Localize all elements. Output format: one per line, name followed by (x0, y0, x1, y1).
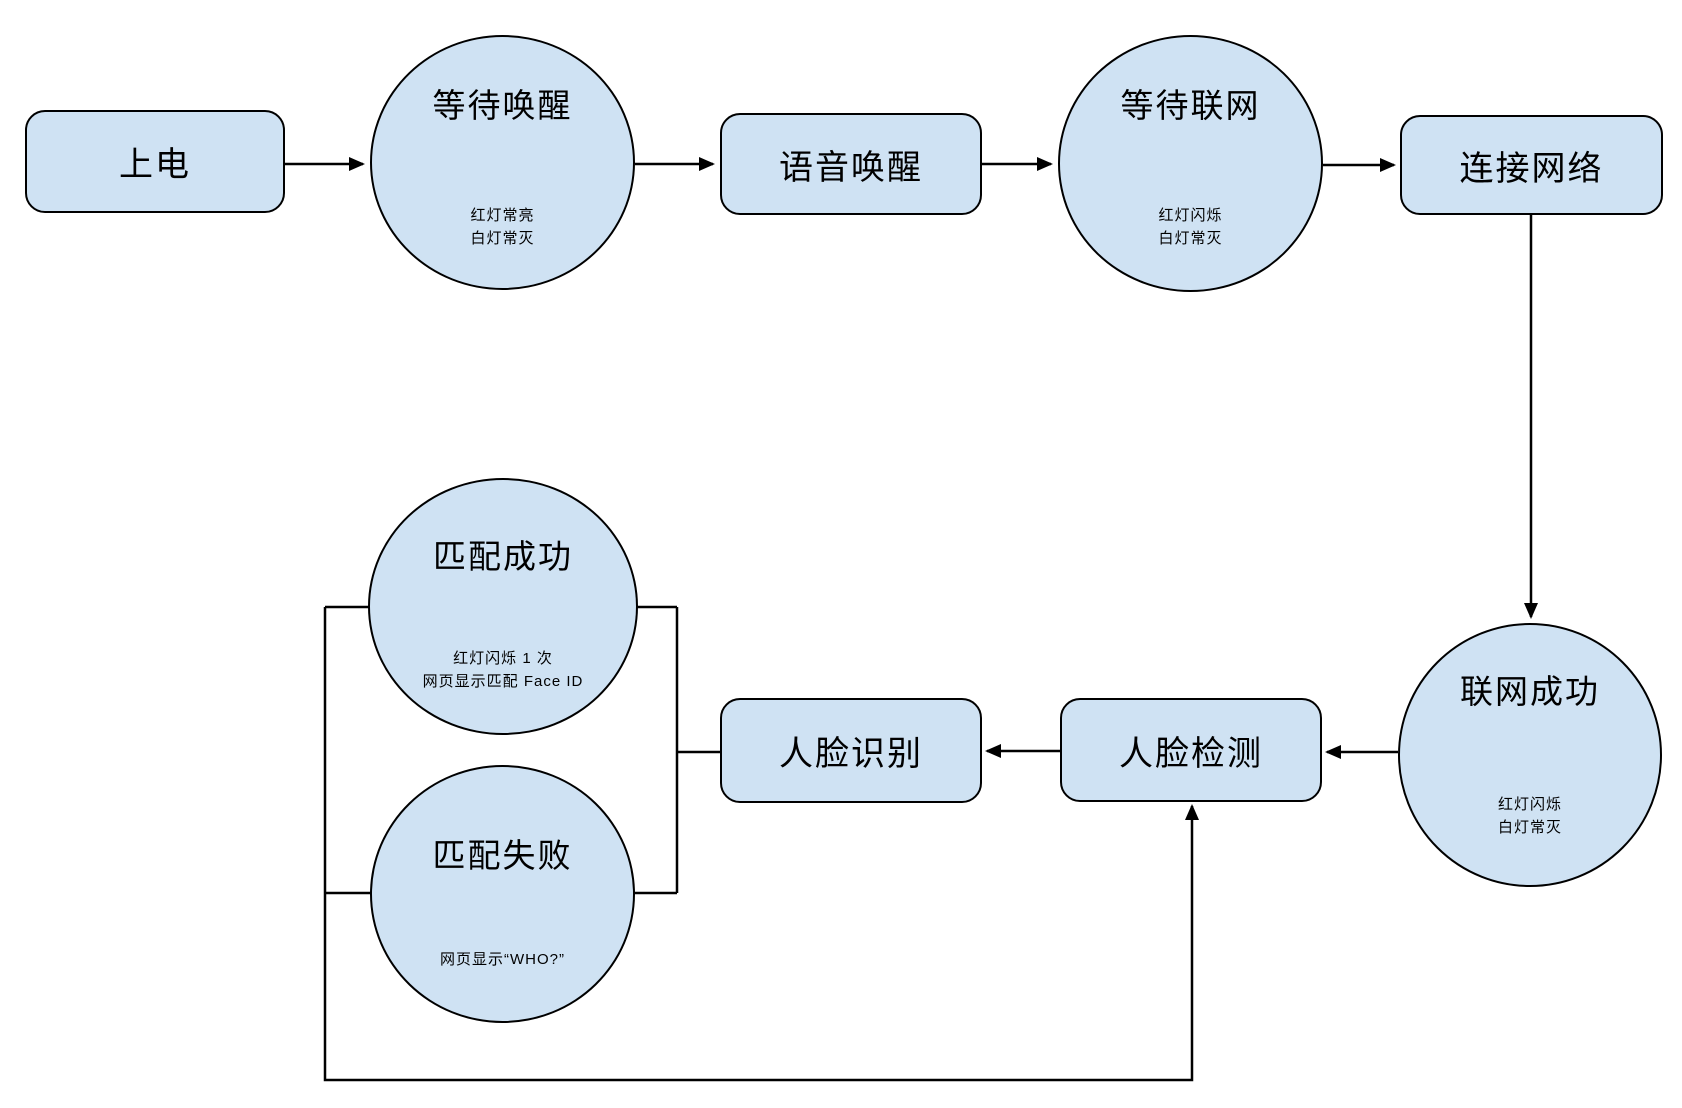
note-line: 网页显示匹配 Face ID (422, 673, 584, 690)
node-wait-wake: 等待唤醒 红灯常亮 白灯常灭 (370, 35, 635, 290)
note-line: 红灯闪烁 (1158, 207, 1223, 224)
node-label: 连接网络 (1459, 149, 1604, 188)
note-line: 白灯常灭 (470, 230, 535, 247)
note-line: 红灯闪烁 (1497, 796, 1562, 813)
node-notes: 网页显示“WHO?” (372, 948, 633, 971)
node-notes: 红灯闪烁 白灯常灭 (1400, 793, 1660, 839)
node-match-success: 匹配成功 红灯闪烁 1 次 网页显示匹配 Face ID (368, 478, 638, 735)
node-face-recognition: 人脸识别 (720, 698, 982, 803)
node-title: 匹配成功 (433, 538, 573, 575)
node-label: 语音唤醒 (779, 148, 923, 187)
node-network-success: 联网成功 红灯闪烁 白灯常灭 (1398, 623, 1662, 887)
node-label: 上电 (119, 146, 191, 184)
node-voice-wake: 语音唤醒 (720, 113, 982, 215)
node-title: 等待联网 (1120, 87, 1261, 124)
node-face-detection: 人脸检测 (1060, 698, 1322, 802)
node-connect-network: 连接网络 (1400, 115, 1663, 215)
node-match-fail: 匹配失败 网页显示“WHO?” (370, 765, 635, 1023)
node-title: 联网成功 (1460, 673, 1600, 710)
note-line: 红灯闪烁 1 次 (453, 650, 553, 667)
node-notes: 红灯闪烁 1 次 网页显示匹配 Face ID (370, 647, 636, 693)
note-line: 红灯常亮 (470, 207, 535, 224)
node-power-on: 上电 (25, 110, 285, 213)
node-label: 人脸检测 (1119, 734, 1263, 773)
note-line: 白灯常灭 (1158, 230, 1223, 247)
node-notes: 红灯常亮 白灯常灭 (372, 204, 633, 250)
note-line: 白灯常灭 (1497, 819, 1562, 836)
node-title: 等待唤醒 (432, 87, 573, 124)
node-label: 人脸识别 (779, 735, 923, 773)
node-title: 匹配失败 (432, 837, 573, 874)
node-wait-network: 等待联网 红灯闪烁 白灯常灭 (1058, 35, 1323, 292)
loop-line (323, 607, 1194, 1082)
note-line: 网页显示“WHO?” (440, 951, 565, 968)
node-notes: 红灯闪烁 白灯常灭 (1060, 204, 1321, 250)
